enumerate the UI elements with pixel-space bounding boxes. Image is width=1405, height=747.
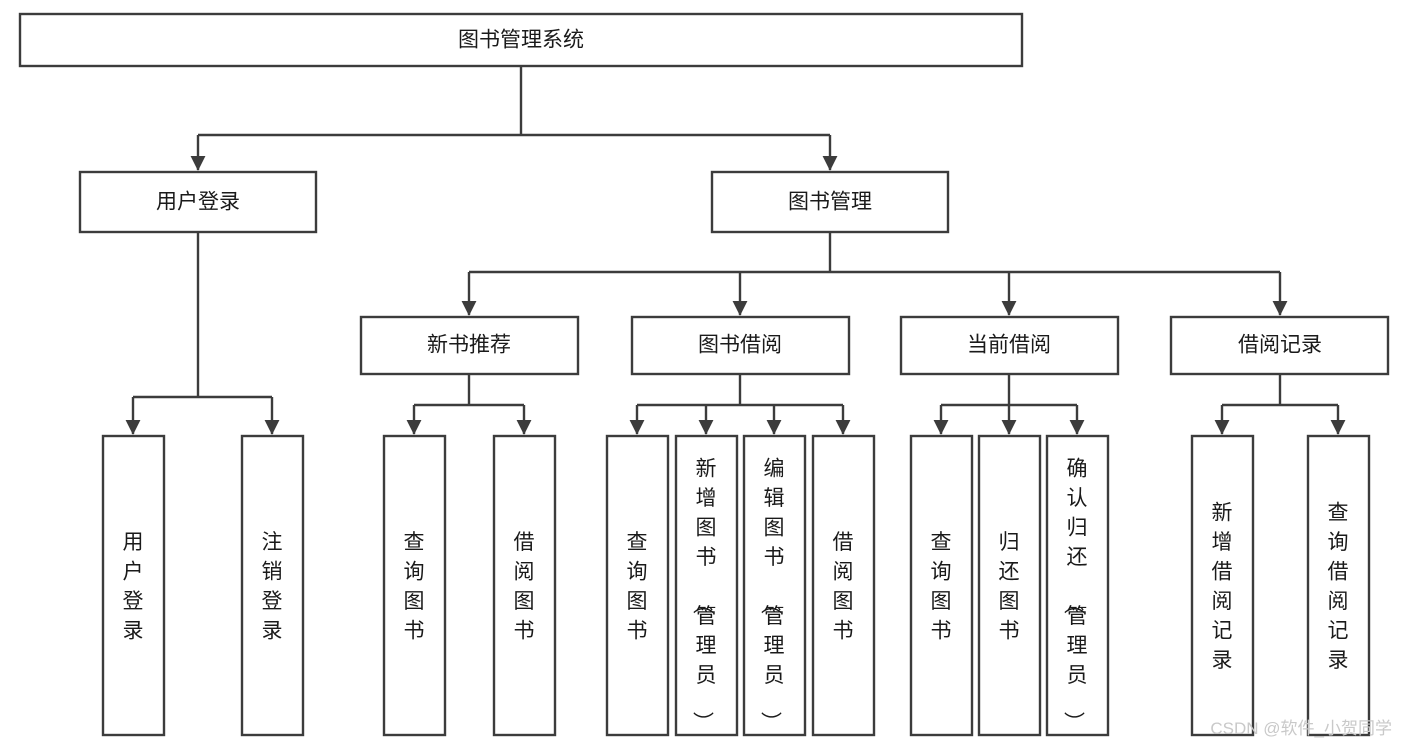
connector-group-current-borrow-to-leaves [933, 374, 1085, 435]
node-user-login[interactable]: 用户登录 [78, 170, 318, 234]
node-book-borrow[interactable]: 图书借阅 [630, 315, 851, 376]
node-root-label: 图书管理系统 [458, 29, 584, 52]
node-current-borrow-box[interactable] [899, 315, 1120, 376]
node-leaf-borrow-book-1-label: 借阅图书 [514, 531, 535, 643]
node-new-book-recommend-box[interactable] [359, 315, 580, 376]
node-leaf-query-book-2-box[interactable] [605, 434, 670, 737]
connector-group-root-to-level2 [190, 66, 838, 171]
node-leaf-user-logout-label: 注销登录 [262, 531, 283, 643]
node-leaf-query-book-2[interactable]: 查询图书 [605, 434, 670, 737]
node-leaf-user-logout[interactable]: 注销登录 [240, 434, 305, 737]
node-borrow-record-label: 借阅记录 [1238, 334, 1322, 357]
connector-group-borrow-record-to-leaves [1214, 374, 1346, 435]
node-leaf-add-book[interactable]: 新增图书（管理员） [674, 434, 739, 737]
node-leaf-return-book-box[interactable] [977, 434, 1042, 737]
node-book-borrow-label: 图书借阅 [698, 334, 782, 357]
node-leaf-query-book-3-box[interactable] [909, 434, 974, 737]
node-leaf-user-login-label: 用户登录 [123, 531, 144, 643]
csdn-watermark: CSDN @软件_小贺同学 [1210, 719, 1392, 738]
node-leaf-user-login-box[interactable] [101, 434, 166, 737]
node-root[interactable]: 图书管理系统 [18, 12, 1024, 68]
node-leaf-confirm-return-label: 确认归还（管理员） [1062, 457, 1088, 732]
node-leaf-return-book-label: 归还图书 [999, 531, 1020, 643]
node-leaf-borrow-book-1[interactable]: 借阅图书 [492, 434, 557, 737]
node-leaf-borrow-book-2-box[interactable] [811, 434, 876, 737]
node-leaf-add-record-label: 新增借阅记录 [1212, 502, 1233, 673]
node-current-borrow-label: 当前借阅 [967, 334, 1051, 357]
node-leaf-add-book-label: 新增图书（管理员） [691, 457, 717, 732]
node-leaf-query-record-label: 查询借阅记录 [1328, 502, 1349, 673]
node-leaf-borrow-book-2-label: 借阅图书 [833, 531, 854, 643]
node-user-login-label: 用户登录 [156, 191, 240, 214]
node-leaf-confirm-return-box[interactable] [1045, 434, 1110, 737]
node-leaf-add-record-box[interactable] [1190, 434, 1255, 737]
node-leaf-confirm-return[interactable]: 确认归还（管理员） [1045, 434, 1110, 737]
node-leaf-query-book-2-label: 查询图书 [627, 531, 648, 643]
node-borrow-record[interactable]: 借阅记录 [1169, 315, 1390, 376]
node-leaf-query-record[interactable]: 查询借阅记录 [1306, 434, 1371, 737]
node-leaf-edit-book-box[interactable] [742, 434, 807, 737]
node-leaf-query-book-1-box[interactable] [382, 434, 447, 737]
node-leaf-edit-book[interactable]: 编辑图书（管理员） [742, 434, 807, 737]
connector-group-user-login-to-leaves [125, 232, 280, 435]
node-borrow-record-box[interactable] [1169, 315, 1390, 376]
node-leaf-query-record-box[interactable] [1306, 434, 1371, 737]
node-leaf-borrow-book-1-box[interactable] [492, 434, 557, 737]
node-leaf-edit-book-label: 编辑图书（管理员） [759, 457, 785, 732]
node-leaf-query-book-3[interactable]: 查询图书 [909, 434, 974, 737]
node-user-login-box[interactable] [78, 170, 318, 234]
node-leaf-add-book-box[interactable] [674, 434, 739, 737]
node-book-management[interactable]: 图书管理 [710, 170, 950, 234]
node-leaf-query-book-1-label: 查询图书 [404, 531, 425, 643]
node-new-book-recommend-label: 新书推荐 [427, 334, 511, 357]
node-leaf-user-login[interactable]: 用户登录 [101, 434, 166, 737]
node-new-book-recommend[interactable]: 新书推荐 [359, 315, 580, 376]
node-leaf-query-book-3-label: 查询图书 [931, 531, 952, 643]
node-book-borrow-box[interactable] [630, 315, 851, 376]
node-root-box[interactable] [18, 12, 1024, 68]
connector-group-book-borrow-to-leaves [629, 374, 851, 435]
node-book-management-box[interactable] [710, 170, 950, 234]
node-book-management-label: 图书管理 [788, 191, 872, 214]
node-leaf-return-book[interactable]: 归还图书 [977, 434, 1042, 737]
connector-group-book-management-to-level3 [461, 232, 1288, 316]
node-leaf-query-book-1[interactable]: 查询图书 [382, 434, 447, 737]
connector-group-new-book-recommend-to-leaves [406, 374, 532, 435]
node-leaf-user-logout-box[interactable] [240, 434, 305, 737]
node-leaf-borrow-book-2[interactable]: 借阅图书 [811, 434, 876, 737]
node-current-borrow[interactable]: 当前借阅 [899, 315, 1120, 376]
node-leaf-add-record[interactable]: 新增借阅记录 [1190, 434, 1255, 737]
